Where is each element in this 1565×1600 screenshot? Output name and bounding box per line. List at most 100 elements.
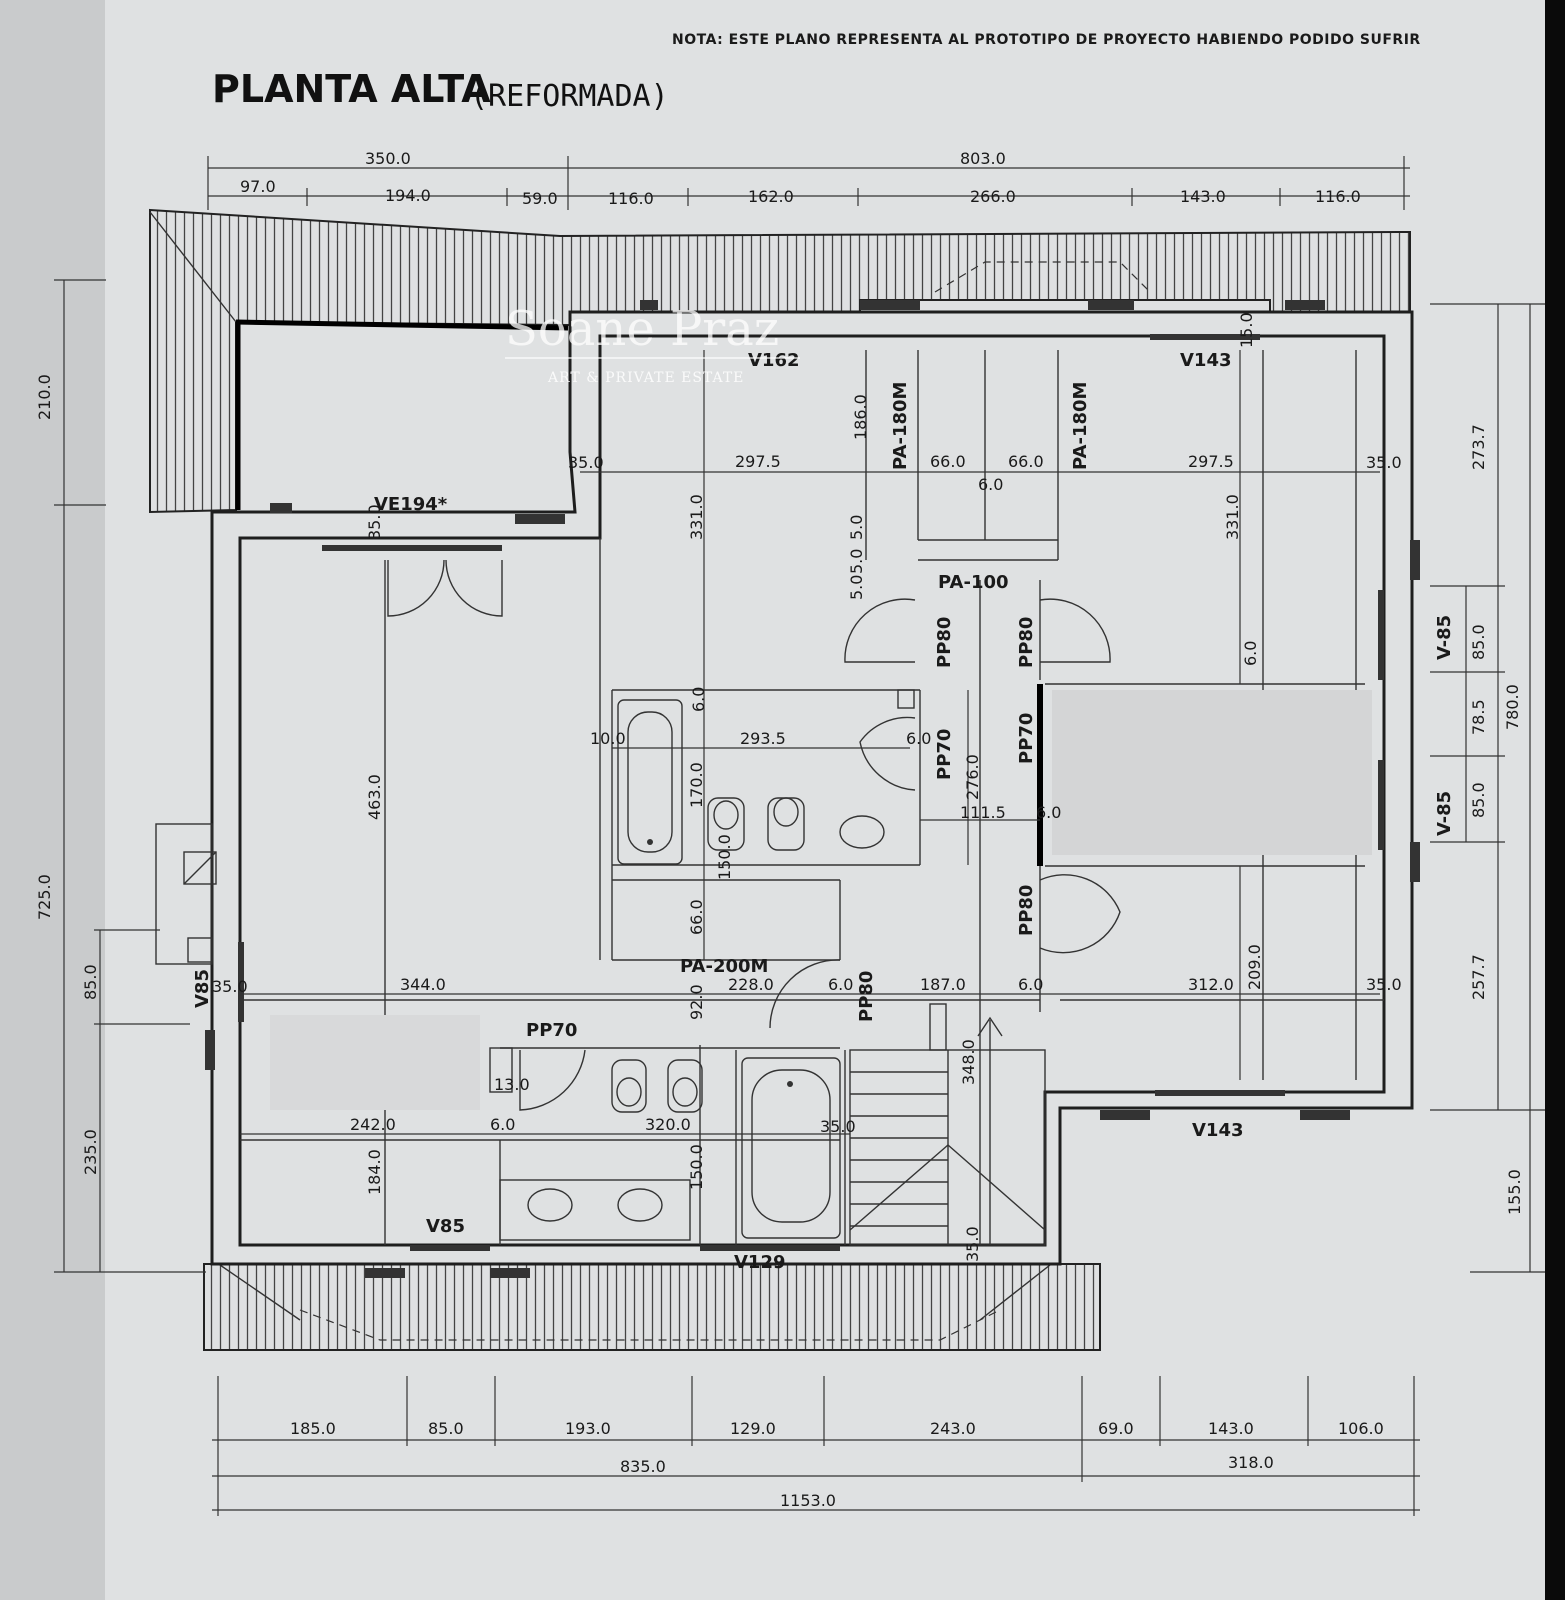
label-pp80-stair: PP80	[856, 971, 877, 1022]
svg-text:344.0: 344.0	[400, 975, 446, 994]
reformed-wall-top	[235, 319, 569, 331]
dim-bottom-185: 185.0	[290, 1419, 336, 1438]
bathtub-upper	[617, 699, 683, 865]
bathtub-lower	[741, 1057, 841, 1239]
svg-text:348.0: 348.0	[959, 1039, 978, 1085]
svg-text:320.0: 320.0	[645, 1115, 691, 1134]
svg-text:35.0: 35.0	[963, 1226, 982, 1262]
label-pp70-c: PP70	[526, 1020, 577, 1041]
svg-text:170.0: 170.0	[687, 762, 706, 808]
plan-title: PLANTA ALTA	[212, 67, 491, 111]
svg-text:6.0: 6.0	[689, 687, 708, 712]
exterior-walls	[210, 310, 1414, 1266]
label-pa180-left: PA-180M	[890, 382, 911, 470]
svg-text:35.0: 35.0	[568, 453, 604, 472]
svg-text:66.0: 66.0	[1008, 452, 1044, 471]
label-pp80-right: PP80	[1016, 617, 1037, 668]
svg-text:331.0: 331.0	[687, 494, 706, 540]
interior-dimensions: 297.5 66.0 6.0 66.0 297.5 331.0 186.0 33…	[212, 312, 1402, 1262]
svg-text:276.0: 276.0	[963, 754, 982, 800]
right-dimension-chain: 273.7 85.0 78.5 85.0 257.7 780.0 155.0	[1430, 303, 1545, 1273]
staircase	[849, 1003, 1046, 1246]
dim-bottom-243: 243.0	[930, 1419, 976, 1438]
label-v85-right2: V-85	[1434, 791, 1455, 836]
label-v85-right1: V-85	[1434, 615, 1455, 660]
dim-right-257: 257.7	[1469, 954, 1488, 1000]
svg-text:66.0: 66.0	[687, 899, 706, 935]
label-pp70-a: PP70	[934, 729, 955, 780]
dim-top-116a: 116.0	[608, 189, 654, 208]
svg-text:150.0: 150.0	[687, 1144, 706, 1190]
label-v143-bottom: V143	[1192, 1120, 1244, 1141]
dim-top-143: 143.0	[1180, 187, 1226, 206]
dim-top-266: 266.0	[970, 187, 1016, 206]
label-pa100: PA-100	[938, 572, 1009, 593]
chimney	[155, 823, 217, 965]
svg-text:187.0: 187.0	[920, 975, 966, 994]
redacted-area-right	[1052, 690, 1372, 855]
svg-text:297.5: 297.5	[735, 452, 781, 471]
dim-top-194: 194.0	[385, 186, 431, 205]
svg-text:13.0: 13.0	[494, 1075, 530, 1094]
svg-text:6.0: 6.0	[1036, 803, 1061, 822]
dim-right-78: 78.5	[1469, 699, 1488, 735]
dim-right-155: 155.0	[1505, 1169, 1524, 1215]
label-pa200: PA-200M	[680, 956, 768, 977]
bottom-dimension-chain: 185.0 85.0 193.0 129.0 243.0 69.0 143.0 …	[212, 1376, 1420, 1516]
svg-text:150.0: 150.0	[715, 834, 734, 880]
dim-bottom-85: 85.0	[428, 1419, 464, 1438]
dim-top-97: 97.0	[240, 177, 276, 196]
watermark-brand: Soane Praz	[505, 301, 779, 357]
dim-top-162: 162.0	[748, 187, 794, 206]
label-v85-left: V85	[192, 969, 213, 1008]
svg-text:10.0: 10.0	[590, 729, 626, 748]
dim-bottom-143: 143.0	[1208, 1419, 1254, 1438]
dim-bottom-318: 318.0	[1228, 1453, 1274, 1472]
svg-text:35.0: 35.0	[1366, 975, 1402, 994]
dim-bottom-193: 193.0	[565, 1419, 611, 1438]
label-pp80-lower: PP80	[1016, 885, 1037, 936]
dim-top-803: 803.0	[960, 149, 1006, 168]
label-v143-top: V143	[1180, 350, 1232, 371]
label-ve194: VE194*	[374, 494, 448, 515]
dim-left-725: 725.0	[35, 874, 54, 920]
svg-text:66.0: 66.0	[930, 452, 966, 471]
dim-right-85a: 85.0	[1469, 624, 1488, 660]
dim-right-273: 273.7	[1469, 424, 1488, 470]
plan-note: NOTA: ESTE PLANO REPRESENTA AL PROTOTIPO…	[672, 32, 1421, 48]
svg-text:35.0: 35.0	[820, 1117, 856, 1136]
page-edge	[1545, 0, 1565, 1600]
svg-text:6.0: 6.0	[828, 975, 853, 994]
svg-text:6.0: 6.0	[978, 475, 1003, 494]
label-pp80-left: PP80	[934, 617, 955, 668]
svg-text:6.0: 6.0	[490, 1115, 515, 1134]
svg-text:297.5: 297.5	[1188, 452, 1234, 471]
dim-bottom-1153: 1153.0	[780, 1491, 836, 1510]
svg-text:209.0: 209.0	[1245, 944, 1264, 990]
label-pp70-b: PP70	[1016, 713, 1037, 764]
dim-left-210: 210.0	[35, 374, 54, 420]
watermark-tagline: ART & PRIVATE ESTATE	[547, 370, 744, 386]
label-pa180-right: PA-180M	[1070, 382, 1091, 470]
svg-text:35.0: 35.0	[365, 504, 384, 540]
svg-text:293.5: 293.5	[740, 729, 786, 748]
svg-text:186.0: 186.0	[851, 394, 870, 440]
svg-text:6.0: 6.0	[1018, 975, 1043, 994]
svg-text:242.0: 242.0	[350, 1115, 396, 1134]
svg-text:111.5: 111.5	[960, 803, 1006, 822]
door-swings	[387, 559, 1121, 1111]
svg-text:92.0: 92.0	[687, 984, 706, 1020]
left-dimension-chain: 210.0 725.0 85.0 235.0	[35, 279, 206, 1273]
svg-text:5.0: 5.0	[847, 575, 866, 600]
opening-labels: V162 V143 VE194* PA-180M PA-180M PA-100 …	[192, 350, 1455, 1273]
redacted-area-left	[270, 1015, 480, 1110]
svg-text:35.0: 35.0	[1366, 453, 1402, 472]
dim-bottom-835: 835.0	[620, 1457, 666, 1476]
label-v162: V162	[748, 350, 800, 371]
plan-title-annotation: (REFORMADA)	[470, 79, 669, 114]
svg-text:312.0: 312.0	[1188, 975, 1234, 994]
svg-text:5.0: 5.0	[847, 549, 866, 574]
dim-bottom-69: 69.0	[1098, 1419, 1134, 1438]
